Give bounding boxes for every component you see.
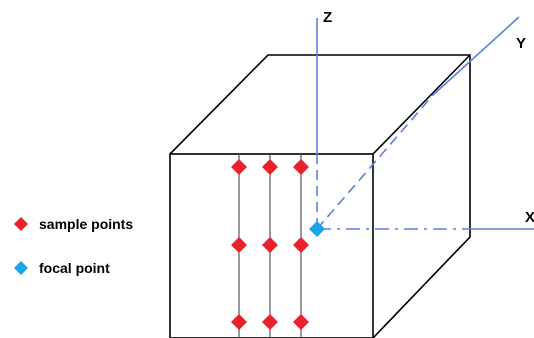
sample-point-columns: [231, 154, 309, 338]
sample-point-marker: [293, 314, 309, 330]
cube-top-right-edge: [372, 54, 471, 155]
legend-focal-label: focal point: [39, 260, 110, 276]
sample-point-marker: [231, 237, 247, 253]
legend-focal-marker: [14, 261, 28, 275]
z-axis-label: Z: [323, 9, 332, 26]
sample-point-marker: [262, 159, 278, 175]
sample-point-marker: [293, 159, 309, 175]
legend-sample-label: sample points: [39, 216, 133, 232]
y-axis-label: Y: [516, 35, 526, 52]
sample-point-marker: [231, 159, 247, 175]
sample-point-marker: [262, 237, 278, 253]
x-axis-label: X: [525, 209, 534, 226]
cube-front-face: [169, 153, 374, 338]
focal-point: [309, 221, 325, 237]
y-axis-hidden: [316, 94, 434, 230]
sample-point-marker: [231, 314, 247, 330]
legend: sample points focal point: [14, 216, 133, 276]
axes: [316, 16, 534, 230]
cube: [169, 54, 471, 338]
cube-back-edges: [169, 54, 471, 338]
sample-point-marker: [293, 237, 309, 253]
legend-sample-marker: [14, 217, 28, 231]
focal-point-marker: [309, 221, 325, 237]
sample-point-marker: [262, 314, 278, 330]
y-axis-solid: [432, 16, 520, 96]
